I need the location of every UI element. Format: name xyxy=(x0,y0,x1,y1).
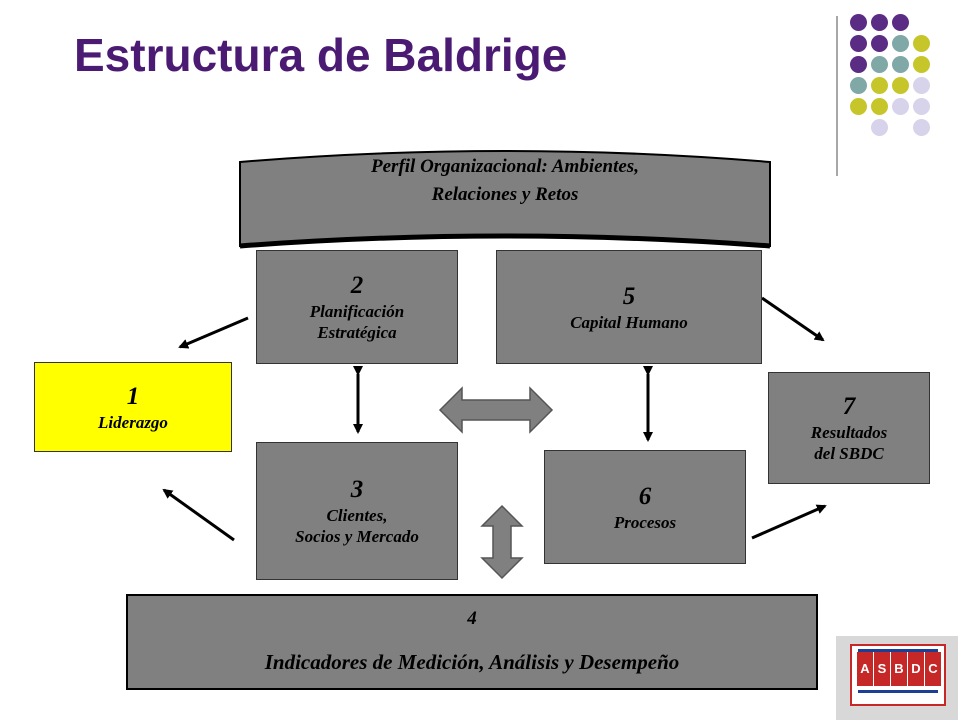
decorative-divider xyxy=(836,16,838,176)
decorative-dot-grid xyxy=(848,10,958,170)
box-4-number: 4 xyxy=(467,608,477,629)
box-7-label-line-1: Resultados xyxy=(810,423,888,442)
box-1-number: 1 xyxy=(126,382,140,410)
box-3-number: 3 xyxy=(350,476,364,503)
box-2-label-line-2: Estratégica xyxy=(317,323,397,342)
logo-letter-d: D xyxy=(908,652,924,686)
decorative-dot xyxy=(892,77,909,94)
logo-letter-c: C xyxy=(925,652,941,686)
decorative-dot xyxy=(850,56,867,73)
decorative-dot xyxy=(871,119,888,136)
banner-line-1: Perfil Organizacional: Ambientes, xyxy=(371,156,639,177)
box-6-procesos: 6 Procesos xyxy=(544,450,746,564)
decorative-dot xyxy=(850,98,867,115)
box-2-number: 2 xyxy=(350,272,364,299)
box-1-liderazgo: 1 Liderazgo xyxy=(34,362,232,452)
box-3-label-line-1: Clientes, xyxy=(326,506,388,525)
decorative-dot xyxy=(892,56,909,73)
arrow-3-to-1 xyxy=(162,488,235,542)
decorative-dot xyxy=(892,35,909,52)
decorative-dot xyxy=(871,98,888,115)
decorative-dot xyxy=(871,56,888,73)
box-6-number: 6 xyxy=(638,482,652,510)
decorative-dot xyxy=(892,98,909,115)
decorative-dot xyxy=(892,14,909,31)
box-5-label: Capital Humano xyxy=(570,312,688,332)
logo-letter-s: S xyxy=(874,652,890,686)
box-4-label: Indicadores de Medición, Análisis y Dese… xyxy=(264,650,680,674)
box-5-number: 5 xyxy=(622,282,636,310)
block-arrow-vertical xyxy=(480,504,524,580)
decorative-dot xyxy=(871,14,888,31)
box-4-indicadores: 4 Indicadores de Medición, Análisis y De… xyxy=(126,594,818,690)
logo-letter-a: A xyxy=(857,652,873,686)
decorative-dot xyxy=(850,35,867,52)
logo-bar-bottom xyxy=(858,690,938,693)
box-7-label-line-2: del SBDC xyxy=(814,444,884,463)
decorative-dot xyxy=(913,77,930,94)
box-2-label-line-1: Planificación xyxy=(309,302,405,321)
logo-letter-b: B xyxy=(891,652,907,686)
decorative-dot xyxy=(871,77,888,94)
logo-bar-top xyxy=(858,649,938,652)
decorative-dot xyxy=(850,14,867,31)
decorative-dot xyxy=(913,56,930,73)
box-7-resultados: 7 Resultados del SBDC xyxy=(768,372,930,484)
page-title: Estructura de Baldrige xyxy=(74,29,568,81)
box-2-planificacion: 2 Planificación Estratégica xyxy=(256,250,458,364)
asbdc-logo-frame: A S B D C xyxy=(850,644,946,706)
box-3-label-line-2: Socios y Mercado xyxy=(295,527,419,546)
asbdc-logo: A S B D C xyxy=(836,636,958,720)
decorative-dot xyxy=(850,77,867,94)
decorative-dot xyxy=(913,98,930,115)
decorative-dot xyxy=(913,119,930,136)
box-7-number: 7 xyxy=(842,393,856,420)
decorative-dot xyxy=(913,35,930,52)
profile-banner-text: Perfil Organizacional: Ambientes, Relaci… xyxy=(240,153,770,209)
box-6-label: Procesos xyxy=(613,512,677,532)
block-arrow-horizontal xyxy=(438,386,554,434)
box-1-label: Liderazgo xyxy=(98,412,168,432)
box-5-capital-humano: 5 Capital Humano xyxy=(496,250,762,364)
arrow-6-to-7 xyxy=(751,504,827,540)
decorative-dot xyxy=(871,35,888,52)
arrow-2-to-1 xyxy=(178,316,249,349)
box-3-clientes: 3 Clientes, Socios y Mercado xyxy=(256,442,458,580)
banner-line-2: Relaciones y Retos xyxy=(431,184,579,205)
arrow-5-to-7 xyxy=(761,296,825,342)
